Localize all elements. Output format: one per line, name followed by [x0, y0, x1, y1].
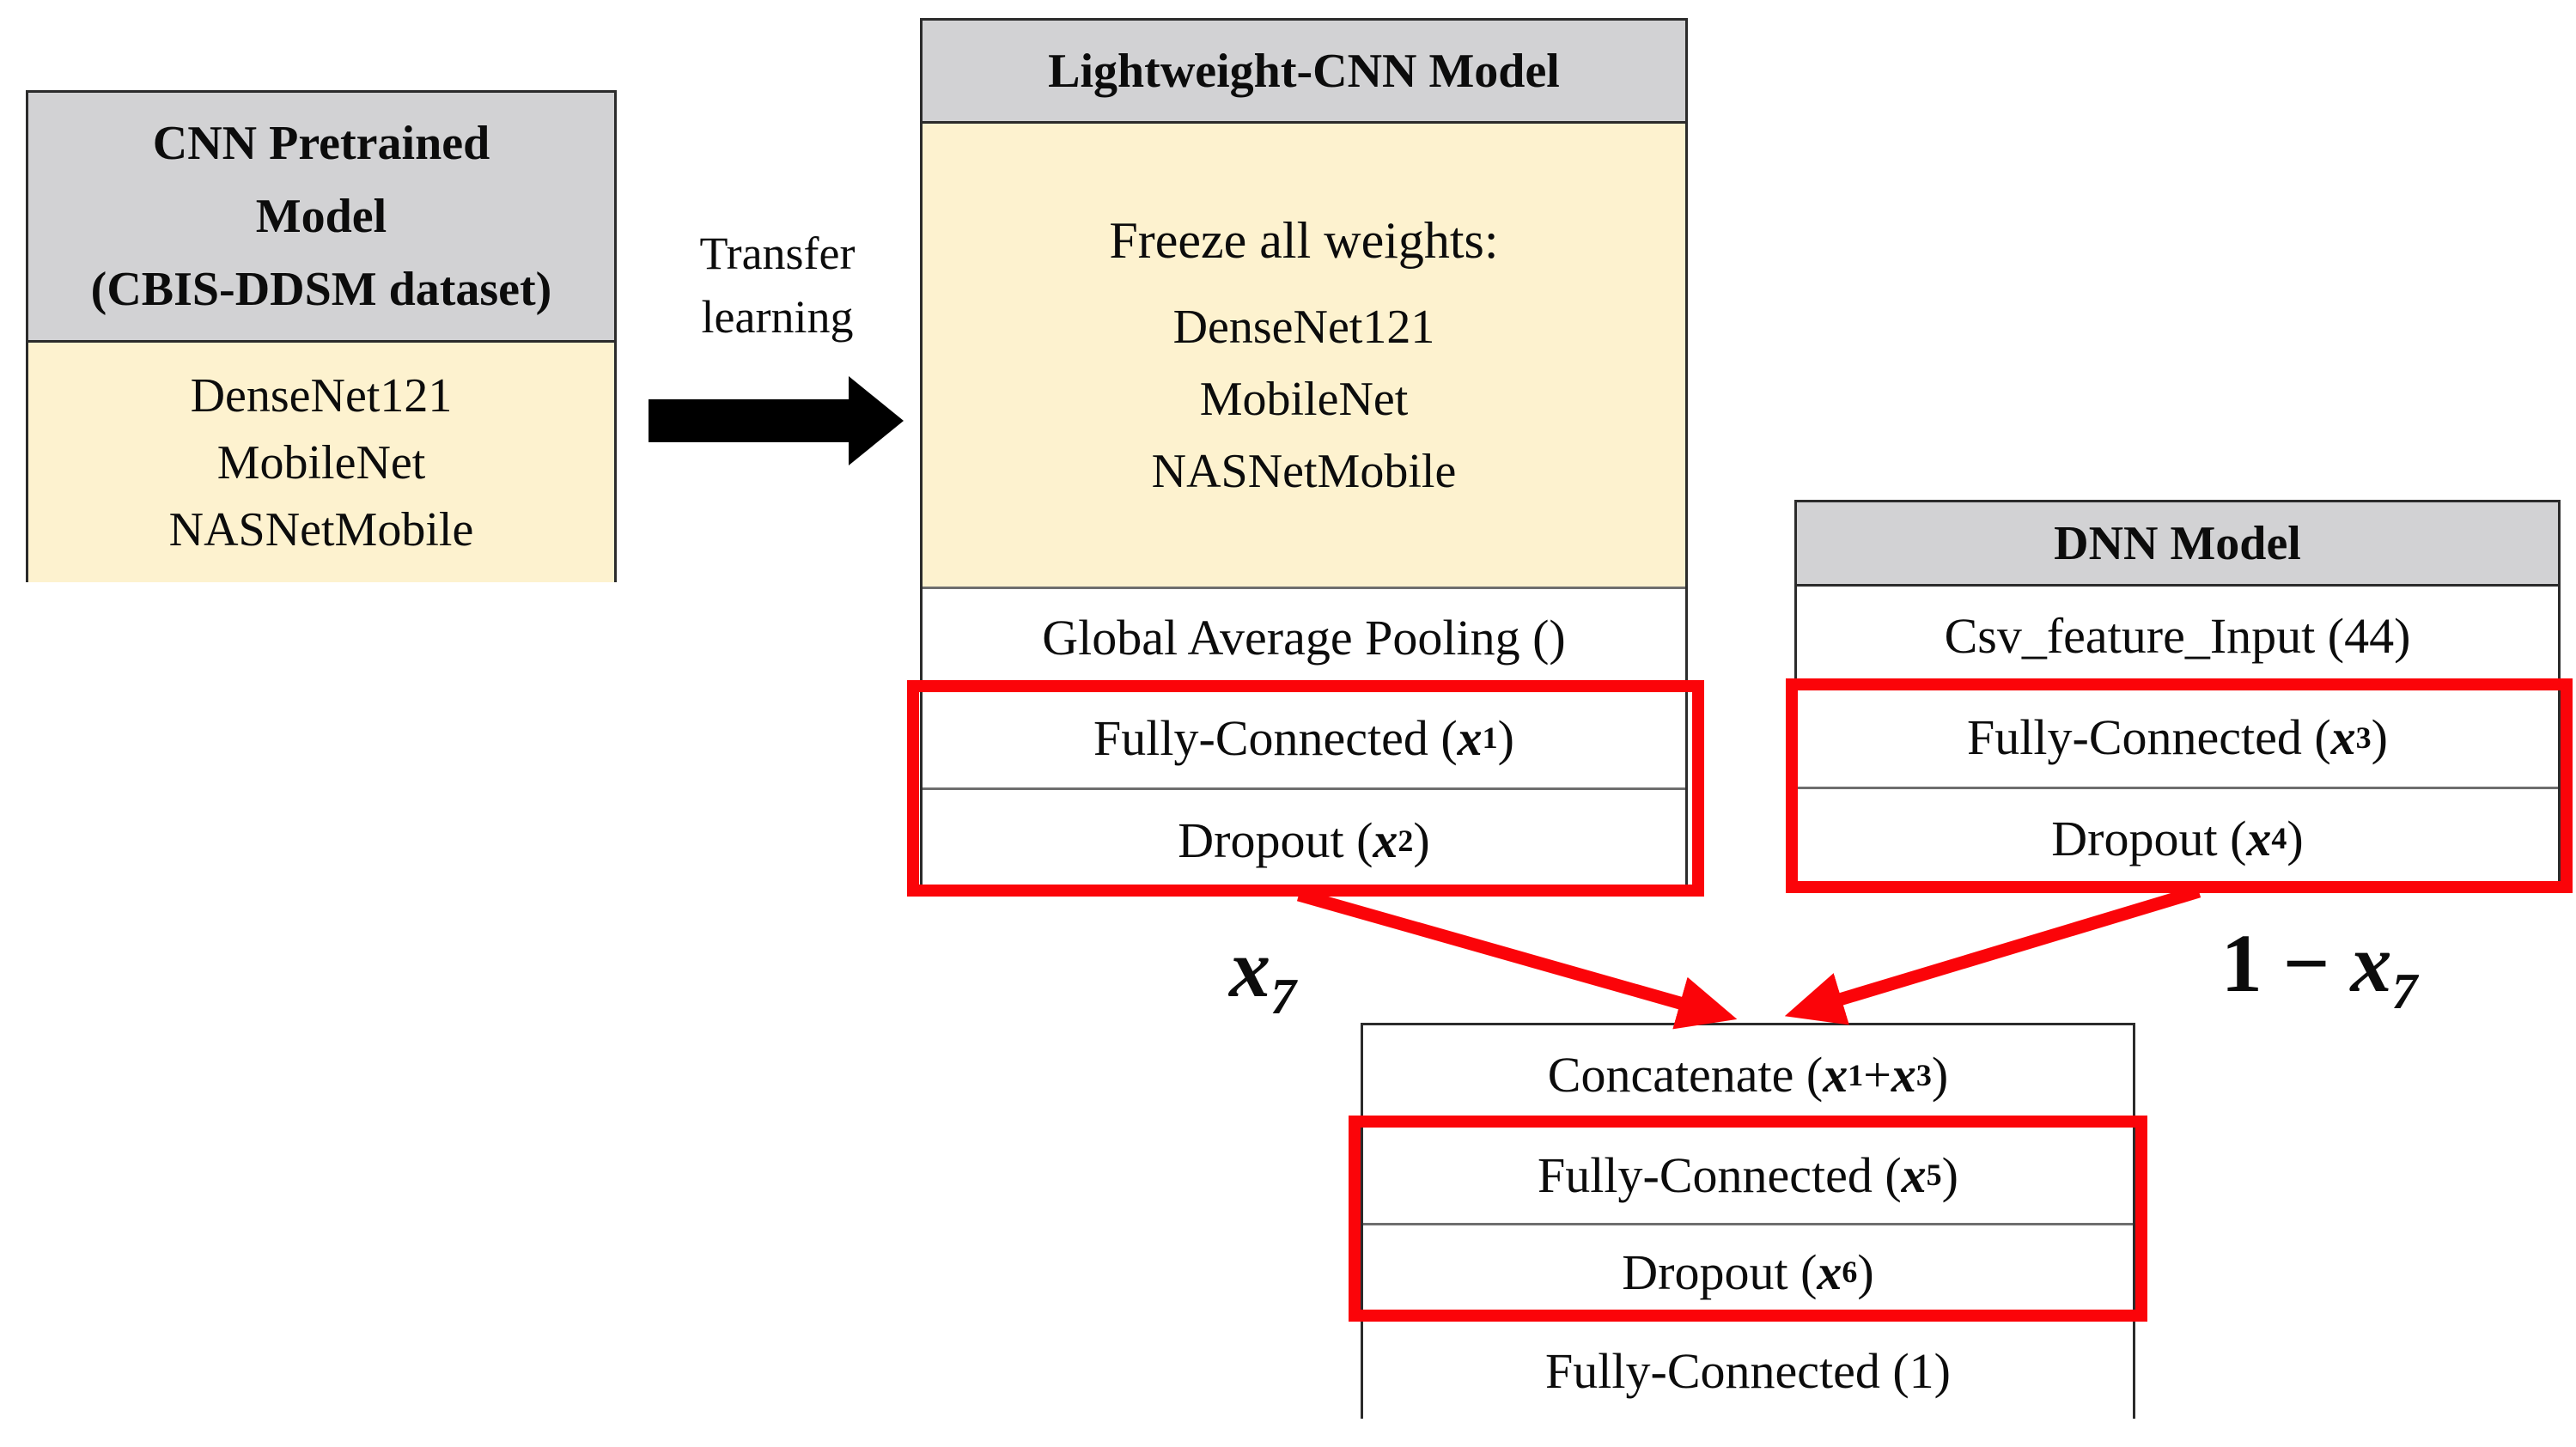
pretrained-model-header: CNN Pretrained Model (CBIS-DDSM dataset): [28, 93, 614, 343]
pretrained-model-box: CNN Pretrained Model (CBIS-DDSM dataset)…: [26, 90, 617, 582]
row-label: ): [1941, 1146, 1958, 1203]
freeze-weights-heading: Freeze all weights:: [1109, 212, 1499, 269]
math-var: x: [1817, 1243, 1842, 1300]
row-label: Csv_feature_Input (44): [1944, 608, 2411, 664]
row-label: ): [1857, 1243, 1874, 1300]
math-prefix: 1 −: [2220, 917, 2351, 1009]
pretrained-title-line: Model: [255, 189, 387, 243]
row-label: ): [2371, 709, 2388, 765]
row-label: Concatenate (: [1547, 1047, 1824, 1103]
row-label: Dropout (: [1622, 1243, 1818, 1300]
row-label: ): [1413, 812, 1430, 868]
model-list-item: MobileNet: [1199, 373, 1409, 426]
csv-feature-input-row: Csv_feature_Input (44): [1797, 587, 2558, 685]
model-list-item: NASNetMobile: [1151, 445, 1457, 498]
model-list-item: DenseNet121: [1172, 301, 1435, 354]
weight-x7-label: x7: [1168, 921, 1357, 1022]
row-label: ): [2287, 810, 2304, 866]
math-var: x: [2330, 709, 2356, 765]
math-var: x: [1901, 1146, 1927, 1203]
global-average-pooling-row: Global Average Pooling (): [923, 589, 1685, 685]
model-list-item: MobileNet: [216, 435, 426, 489]
math-var: x: [1457, 709, 1483, 766]
row-label: ): [1497, 709, 1514, 766]
transfer-arrow-head-icon: [849, 376, 904, 465]
row-label: Fully-Connected (: [1538, 1146, 1902, 1203]
row-label: Dropout (: [1178, 812, 1373, 868]
fully-connected-output-row: Fully-Connected (1): [1363, 1318, 2133, 1421]
dnn-model-title: DNN Model: [2054, 516, 2301, 570]
math-var: x: [2350, 917, 2392, 1009]
transfer-label-line: learning: [701, 291, 854, 343]
math-var: x: [2246, 810, 2272, 866]
math-subscript: 7: [1270, 968, 1296, 1025]
math-var: x: [1891, 1047, 1916, 1103]
row-label: Dropout (: [2051, 810, 2247, 866]
lightweight-cnn-title: Lightweight-CNN Model: [1048, 44, 1560, 98]
dnn-model-box: DNN Model Csv_feature_Input (44) Fully-C…: [1794, 500, 2561, 887]
model-list-item: NASNetMobile: [168, 502, 474, 556]
math-var: x: [1823, 1047, 1848, 1103]
freeze-model-list: DenseNet121 MobileNet NASNetMobile: [1152, 291, 1457, 508]
math-var: x: [1229, 922, 1271, 1014]
row-label: Global Average Pooling (): [1042, 609, 1566, 666]
row-label: ): [1931, 1047, 1949, 1103]
model-list-item: DenseNet121: [190, 368, 453, 423]
lightweight-cnn-box: Lightweight-CNN Model Freeze all weights…: [920, 18, 1688, 891]
dnn-branch-arrow: [1784, 885, 2201, 1025]
dnn-model-header: DNN Model: [1797, 502, 2558, 587]
transfer-learning-label: Transfer learning: [649, 222, 906, 349]
freeze-weights-panel: Freeze all weights: DenseNet121 MobileNe…: [923, 124, 1685, 589]
row-label: +: [1863, 1047, 1891, 1103]
transfer-arrow-icon: [649, 399, 850, 442]
transfer-label-line: Transfer: [699, 228, 856, 279]
lightweight-cnn-header: Lightweight-CNN Model: [923, 21, 1685, 124]
cnn-branch-arrow: [1296, 888, 1738, 1030]
weight-one-minus-x7-label: 1 − x7: [2130, 915, 2508, 1017]
row-label: Fully-Connected (: [1967, 709, 2331, 765]
pretrained-title-line: CNN Pretrained: [152, 116, 490, 170]
row-label: Fully-Connected (: [1093, 709, 1458, 766]
math-var: x: [1373, 812, 1398, 868]
math-subscript: 7: [2391, 963, 2418, 1020]
row-label: Fully-Connected (1): [1545, 1343, 1951, 1399]
pretrained-model-list: DenseNet121 MobileNet NASNetMobile: [28, 343, 614, 582]
pretrained-title-line: (CBIS-DDSM dataset): [90, 262, 552, 316]
